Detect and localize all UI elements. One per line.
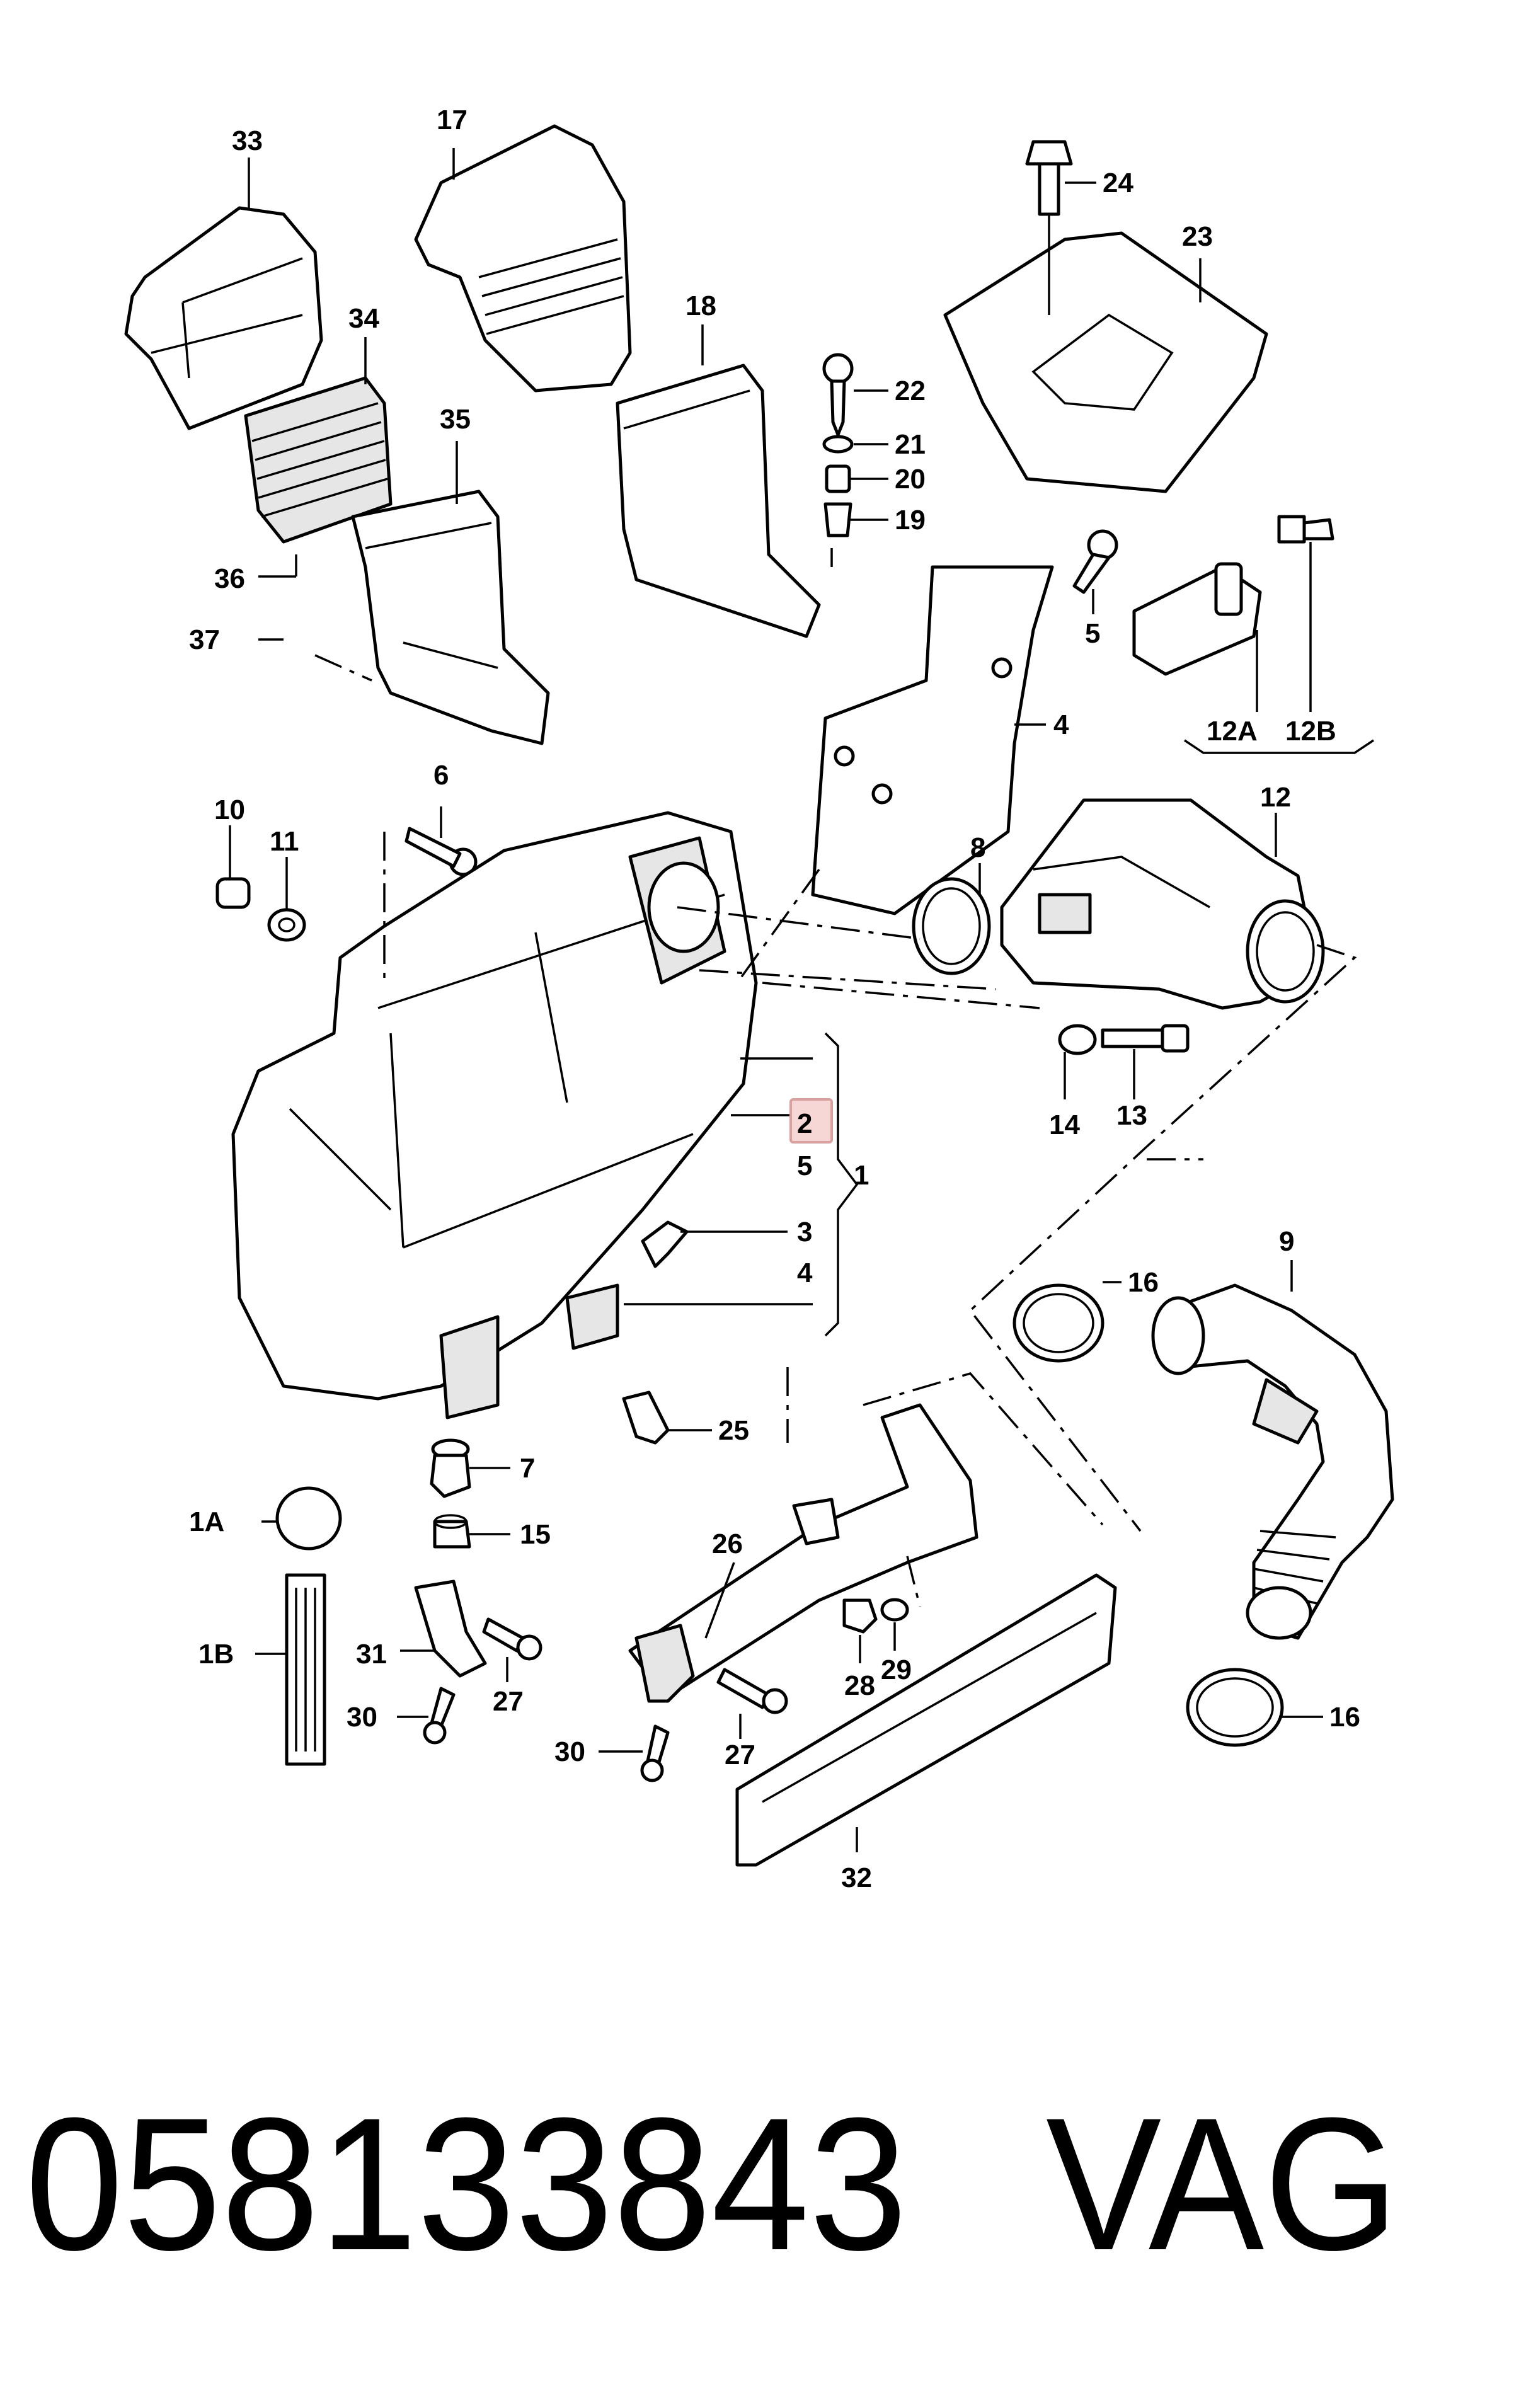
label-11: 11 bbox=[270, 826, 299, 857]
part-20-spacer bbox=[825, 464, 851, 493]
highlight-box-part-2 bbox=[789, 1098, 833, 1144]
part-18-panel bbox=[616, 364, 821, 638]
part-5-screw bbox=[1072, 529, 1118, 594]
label-37: 37 bbox=[189, 624, 220, 655]
label-27-right: 27 bbox=[725, 1740, 755, 1770]
part-25-clip bbox=[622, 1390, 670, 1445]
part-17-snorkel bbox=[414, 124, 632, 393]
part-21-washer bbox=[822, 435, 854, 454]
label-36: 36 bbox=[214, 563, 245, 594]
part-1b-foam-strip bbox=[285, 1573, 326, 1766]
part-11-grommet bbox=[267, 908, 306, 942]
label-33: 33 bbox=[232, 125, 263, 156]
label-1B: 1B bbox=[198, 1639, 234, 1670]
label-12A: 12A bbox=[1207, 716, 1258, 747]
label-12B: 12B bbox=[1285, 716, 1336, 747]
label-21: 21 bbox=[895, 429, 926, 460]
part-30-screw-right bbox=[640, 1724, 670, 1782]
label-27-left: 27 bbox=[493, 1686, 524, 1717]
label-1: 1 bbox=[854, 1160, 869, 1191]
part-13-bolt bbox=[1101, 1024, 1190, 1053]
part-30-screw-left bbox=[423, 1687, 456, 1745]
label-25: 25 bbox=[718, 1415, 749, 1446]
label-2: 2 bbox=[797, 1108, 812, 1139]
part-33-snorkel bbox=[124, 206, 323, 430]
part-27-bolt-left bbox=[482, 1617, 542, 1661]
label-23: 23 bbox=[1182, 221, 1213, 252]
label-4: 4 bbox=[797, 1258, 813, 1288]
label-3: 3 bbox=[797, 1217, 812, 1247]
part-26-pipe-bracket bbox=[628, 1403, 978, 1703]
label-10: 10 bbox=[214, 794, 245, 825]
label-35: 35 bbox=[440, 404, 471, 435]
callout-labels: 33 17 34 35 18 36 37 22 21 20 19 24 23 5… bbox=[189, 105, 1360, 1893]
brand-name: VAG bbox=[1046, 2078, 1399, 2290]
label-18: 18 bbox=[686, 290, 716, 321]
part-29-washer bbox=[880, 1598, 909, 1622]
leader-lines bbox=[229, 148, 1374, 1852]
label-26: 26 bbox=[712, 1528, 743, 1559]
assembly-lines bbox=[314, 654, 1357, 1607]
label-15: 15 bbox=[520, 1519, 551, 1550]
label-16-bottom: 16 bbox=[1329, 1702, 1360, 1733]
part-23-cover bbox=[943, 214, 1268, 493]
label-20: 20 bbox=[895, 464, 926, 495]
label-7: 7 bbox=[520, 1453, 535, 1484]
label-12: 12 bbox=[1260, 782, 1291, 813]
label-17: 17 bbox=[437, 105, 468, 135]
part-6-screw bbox=[404, 827, 478, 876]
label-34: 34 bbox=[348, 303, 379, 334]
label-9: 9 bbox=[1279, 1226, 1294, 1257]
part-24-bolt bbox=[1025, 140, 1073, 216]
part-14-washer bbox=[1058, 1024, 1097, 1055]
label-1A: 1A bbox=[189, 1506, 224, 1537]
part-3-clip bbox=[641, 1220, 689, 1268]
part-28-nut bbox=[842, 1598, 878, 1634]
part-32-shield bbox=[735, 1573, 1117, 1867]
part-4-bracket bbox=[811, 565, 1054, 915]
part-12a-sensor bbox=[1132, 562, 1262, 676]
part-16-clamp-bottom bbox=[1186, 1668, 1284, 1747]
part-31-bracket bbox=[414, 1580, 487, 1678]
part-10-plug bbox=[215, 877, 251, 909]
label-13: 13 bbox=[1116, 1100, 1147, 1131]
label-19: 19 bbox=[895, 505, 926, 536]
part-1-air-filter-housing bbox=[231, 811, 758, 1419]
part-8-gasket bbox=[912, 877, 991, 975]
label-16-top: 16 bbox=[1128, 1267, 1159, 1298]
part-9-intake-hose bbox=[1151, 1283, 1394, 1640]
part-number: 058133843 bbox=[25, 2078, 907, 2290]
label-30-left: 30 bbox=[347, 1702, 377, 1733]
label-6: 6 bbox=[433, 760, 449, 791]
part-16-clamp-top bbox=[1013, 1283, 1104, 1363]
label-5-top: 5 bbox=[1085, 618, 1100, 649]
part-19-grommet bbox=[823, 502, 852, 537]
label-14: 14 bbox=[1049, 1109, 1080, 1140]
part-22-screw bbox=[822, 353, 854, 437]
label-30-right: 30 bbox=[554, 1736, 585, 1767]
part-27-bolt-right bbox=[716, 1668, 788, 1714]
part-35-duct bbox=[351, 490, 550, 745]
part-15-grommet bbox=[433, 1514, 471, 1549]
label-5: 5 bbox=[797, 1150, 812, 1181]
label-4-top: 4 bbox=[1053, 709, 1069, 740]
part-12b-bolt bbox=[1277, 515, 1334, 544]
label-24: 24 bbox=[1103, 168, 1133, 198]
label-28: 28 bbox=[844, 1670, 875, 1701]
part-1a-cap bbox=[275, 1486, 342, 1551]
label-29: 29 bbox=[881, 1654, 912, 1685]
part-7-mount bbox=[430, 1438, 471, 1498]
label-8: 8 bbox=[970, 832, 985, 863]
part-12-airflow-meter bbox=[1000, 798, 1325, 1010]
label-31: 31 bbox=[356, 1639, 387, 1670]
label-32: 32 bbox=[841, 1862, 872, 1893]
label-22: 22 bbox=[895, 376, 926, 406]
